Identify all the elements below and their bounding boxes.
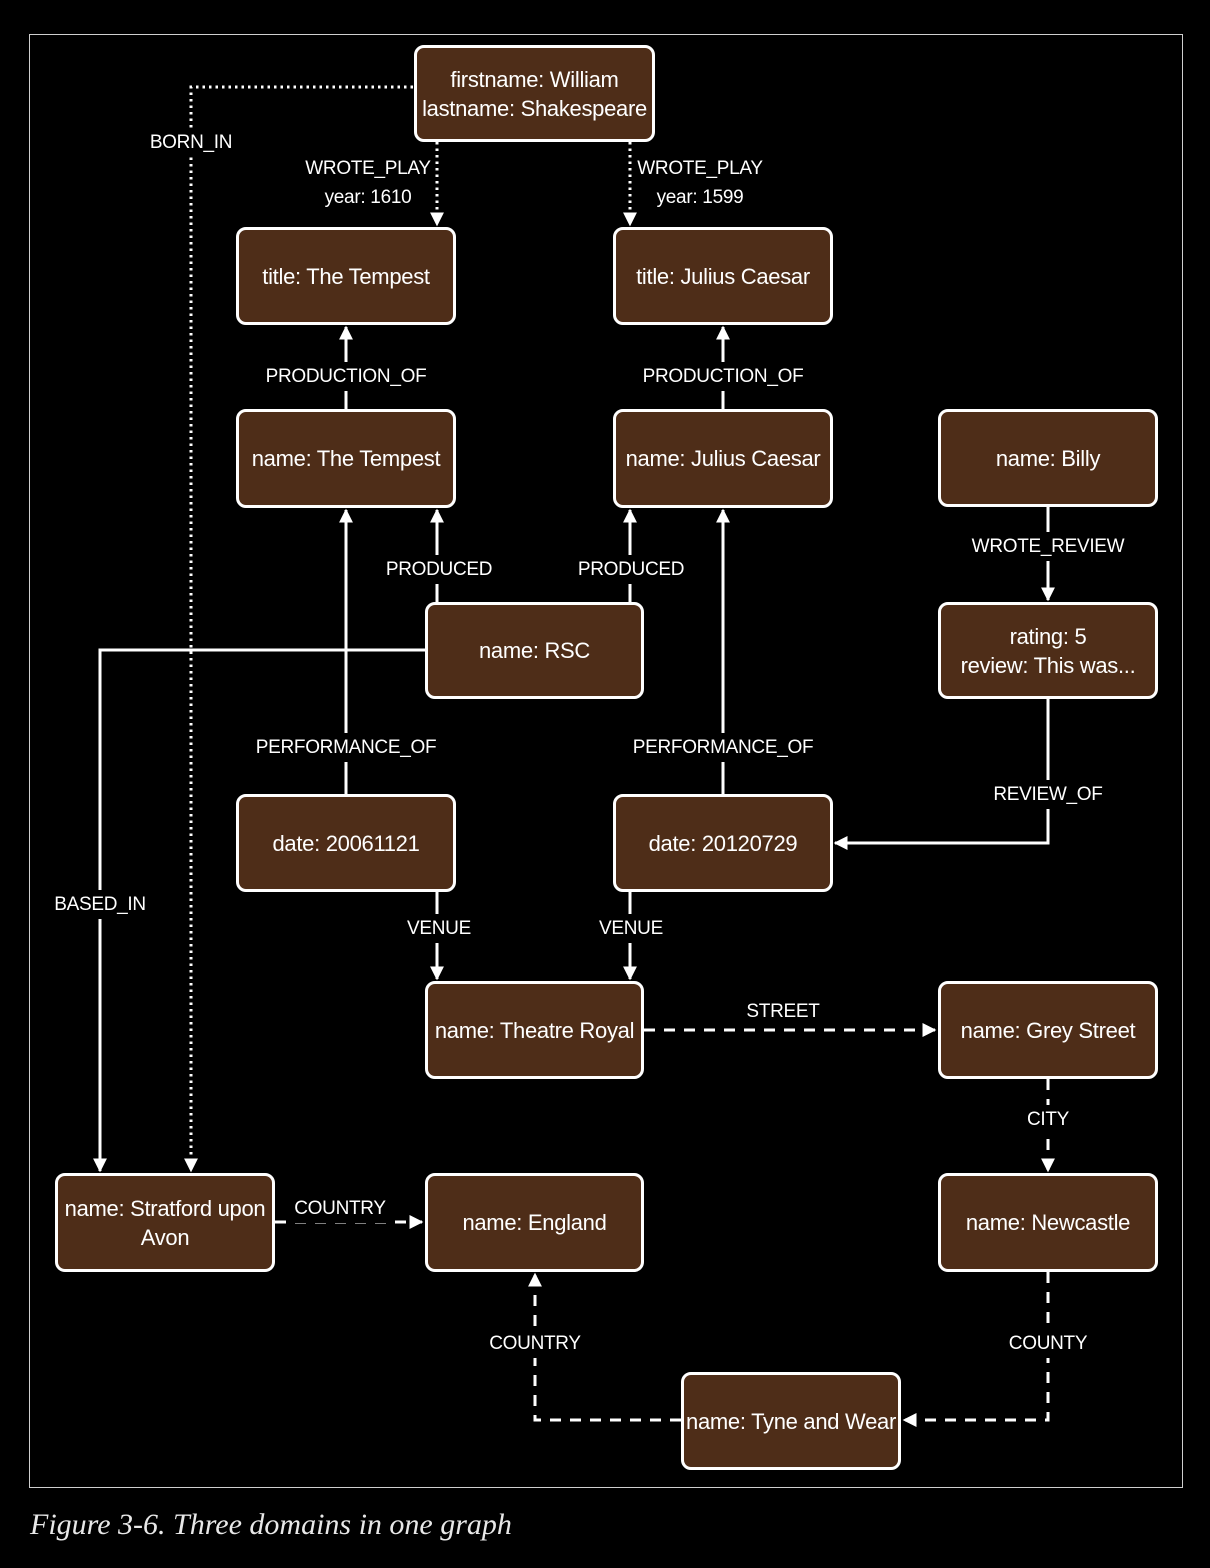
edge-county [902,1272,1050,1427]
node-performance-2012: date: 20120729 [613,794,833,892]
edge-born-in [184,85,413,1173]
edge-label-review-of: REVIEW_OF [991,780,1105,809]
node-label: firstname: William lastname: Shakespeare [422,66,647,121]
edge-label-produced-caesar: PRODUCED [575,555,687,584]
node-billy: name: Billy [938,409,1158,507]
node-caesar-title: title: Julius Caesar [613,227,833,325]
node-label: rating: 5 review: This was... [960,623,1136,678]
edge-label-city: CITY [1024,1105,1072,1134]
node-tempest-title: title: The Tempest [236,227,456,325]
edge-country-tyne [528,1272,681,1422]
edge-review-of [833,699,1050,850]
figure-caption: Figure 3-6. Three domains in one graph [30,1508,512,1541]
edge-label-production-of-tempest: PRODUCTION_OF [263,362,429,391]
node-label: name: Billy [995,445,1101,471]
node-grey-street: name: Grey Street [938,981,1158,1079]
edge-label-wrote-review: WROTE_REVIEW [969,532,1127,561]
edge-label-country-stratford: COUNTRY [292,1194,388,1223]
edge-label-production-of-caesar: PRODUCTION_OF [640,362,806,391]
node-tyne-and-wear: name: Tyne and Wear [681,1372,901,1470]
node-label: date: 20120729 [648,830,798,856]
node-label: date: 20061121 [272,830,420,856]
edge-label-performance-of-caesar: PERFORMANCE_OF [630,733,816,762]
edge-based-in [93,648,425,1173]
node-england: name: England [425,1173,644,1272]
node-label: title: Julius Caesar [636,263,810,289]
edge-label-wrote-play-1599: WROTE_PLAY year: 1599 [635,154,765,212]
node-label: title: The Tempest [262,263,430,289]
node-label: name: RSC [478,638,590,663]
edge-label-based-in: BASED_IN [52,890,148,919]
edge-label-county: COUNTY [1006,1329,1090,1358]
node-label: name: England [462,1210,607,1235]
node-label: name: The Tempest [251,446,441,471]
node-label: name: Stratford upon Avon [64,1195,266,1250]
diagram-frame [29,34,1183,1488]
edge-label-venue-2006: VENUE [405,914,473,943]
node-label: name: Julius Caesar [625,446,821,471]
node-stratford: name: Stratford upon Avon [55,1173,275,1272]
node-label: name: Tyne and Wear [686,1408,896,1434]
node-label: name: Theatre Royal [434,1017,635,1043]
edge-label-venue-2012: VENUE [597,914,665,943]
node-rsc: name: RSC [425,602,644,699]
node-tempest-production: name: The Tempest [236,409,456,508]
node-newcastle: name: Newcastle [938,1173,1158,1272]
node-label: name: Newcastle [965,1210,1131,1235]
node-caesar-production: name: Julius Caesar [613,409,833,508]
edge-label-produced-tempest: PRODUCED [383,555,495,584]
node-label: name: Grey Street [960,1017,1136,1043]
edge-label-street: STREET [744,997,822,1026]
edge-label-wrote-play-1610: WROTE_PLAY year: 1610 [303,154,433,212]
node-shakespeare: firstname: William lastname: Shakespeare [414,45,655,142]
edge-label-country-tyne: COUNTRY [487,1329,583,1358]
edge-label-born-in: BORN_IN [147,128,235,157]
node-review: rating: 5 review: This was... [938,602,1158,699]
node-theatre-royal: name: Theatre Royal [425,981,644,1079]
node-performance-2006: date: 20061121 [236,794,456,892]
edge-label-performance-of-tempest: PERFORMANCE_OF [253,733,439,762]
